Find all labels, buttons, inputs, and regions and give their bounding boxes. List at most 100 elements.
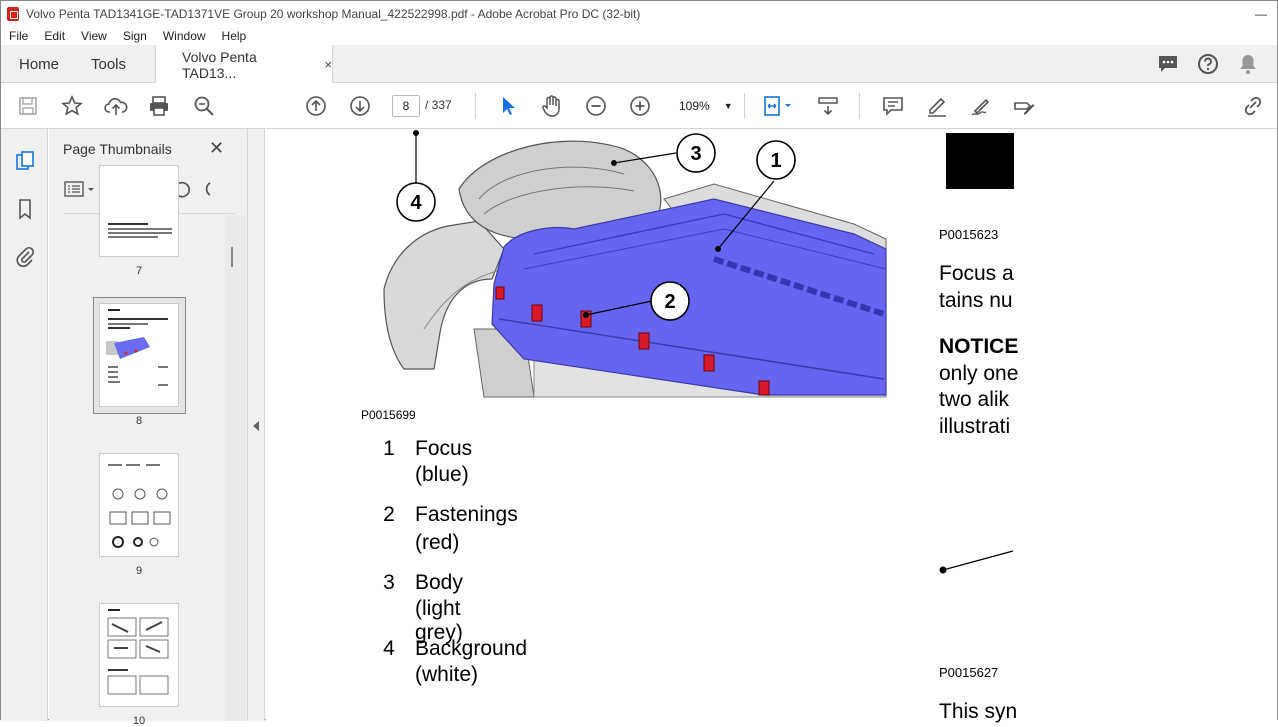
thumb-text-line xyxy=(108,327,130,329)
toolbar-divider xyxy=(859,93,860,119)
next-page-icon[interactable] xyxy=(348,94,372,118)
thumbnail-scrollbar[interactable] xyxy=(225,215,245,721)
main-toolbar: 8 / 337 109% ▼ xyxy=(1,83,1277,129)
minimize-button[interactable]: — xyxy=(1255,7,1267,21)
tab-tools[interactable]: Tools xyxy=(91,55,127,73)
page-thumbnail-7[interactable] xyxy=(99,165,179,257)
page-total-label: / 337 xyxy=(425,98,452,112)
upload-cloud-icon[interactable] xyxy=(104,94,128,118)
page-thumbnail-10[interactable] xyxy=(99,603,179,707)
pointer-line-image xyxy=(939,550,1014,574)
options-menu-icon[interactable] xyxy=(63,179,97,204)
comment-icon[interactable] xyxy=(881,94,905,118)
menu-window[interactable]: Window xyxy=(162,29,206,43)
menu-view[interactable]: View xyxy=(81,29,107,43)
thumb-tools-image xyxy=(107,617,169,695)
page-number-input[interactable]: 8 xyxy=(392,95,420,117)
callout-4: 4 xyxy=(410,192,422,214)
thumb-text-line xyxy=(108,228,172,230)
menu-sign[interactable]: Sign xyxy=(122,29,147,43)
bookmark-star-icon[interactable] xyxy=(60,94,84,118)
thumb-text-line xyxy=(126,464,140,466)
thumb-text-line xyxy=(108,318,168,320)
menu-edit[interactable]: Edit xyxy=(44,29,66,43)
document-view[interactable]: 1 2 3 4 P0015699 1 Focus (blue) 2 Fasten… xyxy=(266,129,1277,723)
comment-bubble-icon[interactable] xyxy=(1157,53,1179,75)
body-text: Focus a xyxy=(939,262,1014,285)
thumb-text-line xyxy=(158,384,168,386)
rotate-clockwise-icon[interactable] xyxy=(203,179,211,204)
page-label-7: 7 xyxy=(135,265,143,277)
attachments-icon[interactable] xyxy=(13,243,37,267)
close-icon[interactable]: ✕ xyxy=(209,138,225,158)
scrollbar-thumb[interactable] xyxy=(231,247,233,267)
notification-bell-icon[interactable] xyxy=(1237,53,1259,75)
page-label-9: 9 xyxy=(135,565,143,577)
thumb-text-line xyxy=(158,366,168,368)
select-cursor-icon[interactable] xyxy=(496,94,520,118)
body-text: two alik xyxy=(939,388,1010,411)
thumbnail-list: 7 8 xyxy=(49,165,229,727)
page-label-8: 8 xyxy=(135,415,143,427)
tab-document[interactable]: Volvo Penta TAD13... × xyxy=(155,45,333,84)
callout-2: 2 xyxy=(664,291,675,313)
print-icon[interactable] xyxy=(147,94,171,118)
thumb-text-line xyxy=(108,323,148,325)
zoom-dropdown[interactable]: 109% ▼ xyxy=(673,95,743,117)
page-thumbnails-panel: Page Thumbnails ✕ xyxy=(49,129,248,727)
body-text: only one xyxy=(939,362,1019,385)
thumb-text-line xyxy=(108,236,158,238)
zoom-in-icon[interactable] xyxy=(628,94,652,118)
collapse-panel-handle[interactable] xyxy=(248,129,265,721)
body-text: This syn xyxy=(939,700,1018,723)
legend-sub: (red) xyxy=(415,531,460,554)
thumb-engine-image xyxy=(106,337,150,359)
zoom-out-icon[interactable] xyxy=(584,94,608,118)
highlight-pen-icon[interactable] xyxy=(925,94,949,118)
thumb-text-line xyxy=(108,309,120,311)
window-title: Volvo Penta TAD1341GE-TAD1371VE Group 20… xyxy=(26,7,641,21)
tab-close-icon[interactable]: × xyxy=(324,57,332,72)
tab-home[interactable]: Home xyxy=(19,55,60,73)
bookmarks-icon[interactable] xyxy=(13,197,37,221)
figure-code: P0015699 xyxy=(361,408,416,422)
page-thumbnail-8[interactable] xyxy=(99,303,179,407)
fill-sign-icon[interactable] xyxy=(1012,94,1036,118)
notice-heading: NOTICE xyxy=(939,335,1019,358)
engine-illustration: 1 2 3 4 xyxy=(383,129,887,398)
legend-number: 4 xyxy=(383,637,395,660)
callout-1: 1 xyxy=(770,150,781,172)
help-icon[interactable] xyxy=(1197,53,1219,75)
thumb-text-line xyxy=(108,223,148,225)
thumb-text-line xyxy=(108,366,118,368)
right-column-text: P0015623 Focus a tains nu NOTICE only on… xyxy=(939,129,1018,723)
scroll-mode-icon[interactable] xyxy=(816,94,840,118)
thumb-text-line xyxy=(108,381,120,383)
legend-label: Background xyxy=(415,637,528,660)
figure-code: P0015623 xyxy=(939,227,999,242)
thumb-text-line xyxy=(146,464,160,466)
previous-page-icon[interactable] xyxy=(304,94,328,118)
chevron-left-icon xyxy=(253,421,259,431)
save-icon[interactable] xyxy=(16,94,40,118)
menu-file[interactable]: File xyxy=(9,29,29,43)
figure-code: P0015627 xyxy=(939,665,999,680)
share-link-icon[interactable] xyxy=(1241,94,1265,118)
draw-pen-icon[interactable] xyxy=(969,94,993,118)
menu-help[interactable]: Help xyxy=(221,29,247,43)
panel-title: Page Thumbnails xyxy=(63,141,172,157)
legend-sub: (light grey) xyxy=(415,597,463,644)
legend-sub: (white) xyxy=(415,663,479,686)
page-thumbnails-icon[interactable] xyxy=(13,149,37,173)
legend-label: Body xyxy=(415,571,463,594)
tab-bar: Home Tools Volvo Penta TAD13... × xyxy=(1,45,1277,84)
legend-number: 3 xyxy=(383,571,395,594)
legend-number: 2 xyxy=(383,503,395,526)
hand-tool-icon[interactable] xyxy=(540,94,564,118)
thumb-text-line xyxy=(108,371,118,373)
page-fit-icon[interactable] xyxy=(762,94,796,118)
page-thumbnail-9[interactable] xyxy=(99,453,179,557)
thumb-text-line xyxy=(108,232,172,234)
navigation-rail xyxy=(1,129,48,721)
search-icon[interactable] xyxy=(192,94,216,118)
